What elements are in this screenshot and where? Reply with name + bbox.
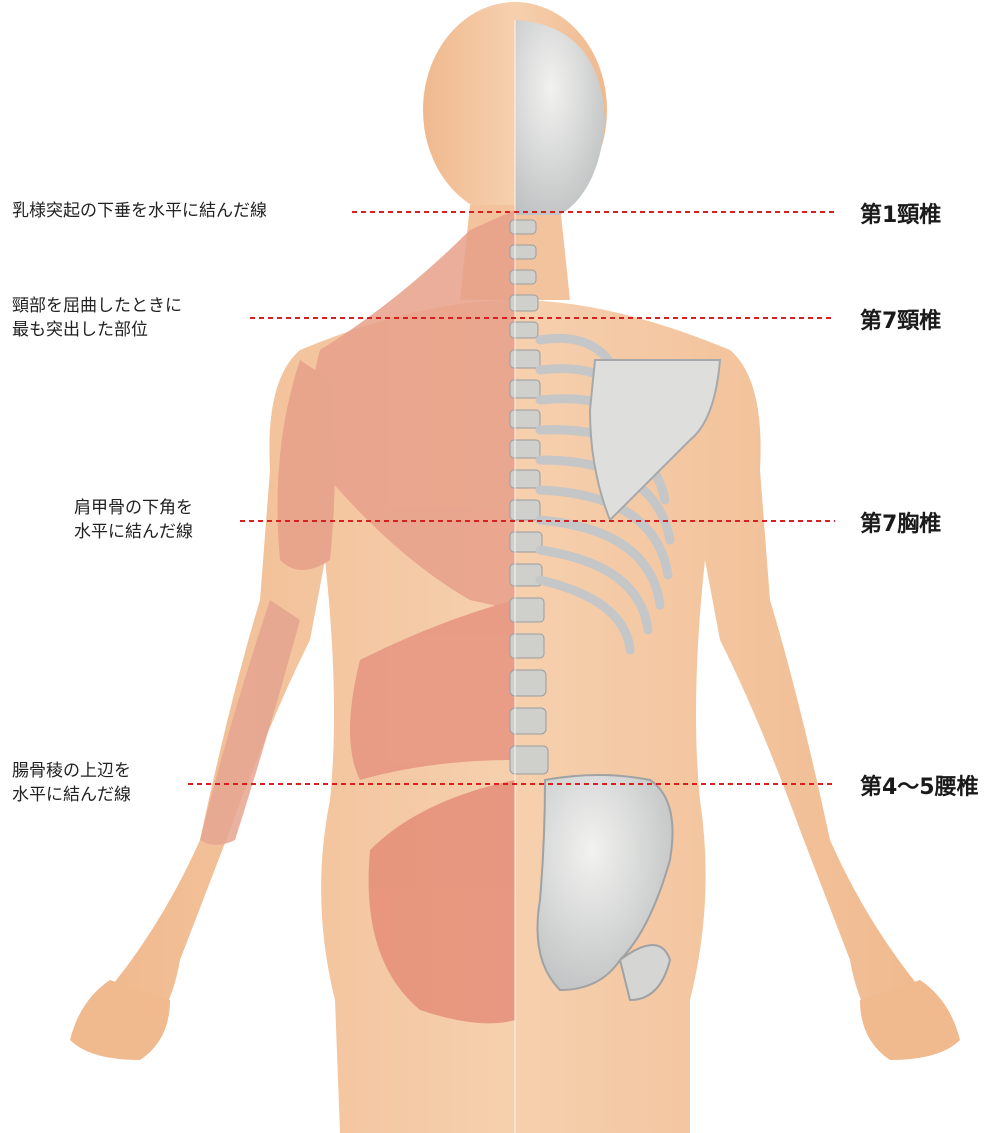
vertebra-level-c1: 第1頸椎 — [860, 197, 941, 229]
landmark-label-line: 最も突出した部位 — [12, 318, 182, 342]
landmark-label-neck-flexion: 頸部を屈曲したときに 最も突出した部位 — [12, 294, 182, 342]
landmark-label-mastoid: 乳様突起の下垂を水平に結んだ線 — [12, 199, 267, 223]
landmark-label-line: 乳様突起の下垂を水平に結んだ線 — [12, 199, 267, 223]
landmark-label-scapula: 肩甲骨の下角を 水平に結んだ線 — [74, 496, 193, 544]
landmark-label-line: 水平に結んだ線 — [12, 783, 131, 807]
vertebra-level-l4-l5: 第4〜5腰椎 — [860, 769, 979, 801]
vertebra-level-t7: 第7胸椎 — [860, 506, 941, 538]
landmark-label-line: 水平に結んだ線 — [74, 520, 193, 544]
landmark-label-line: 頸部を屈曲したときに — [12, 294, 182, 318]
landmark-label-line: 肩甲骨の下角を — [74, 496, 193, 520]
landmark-label-line: 腸骨稜の上辺を — [12, 759, 131, 783]
landmark-label-iliac-crest: 腸骨稜の上辺を 水平に結んだ線 — [12, 759, 131, 807]
vertebra-level-c7: 第7頸椎 — [860, 303, 941, 335]
